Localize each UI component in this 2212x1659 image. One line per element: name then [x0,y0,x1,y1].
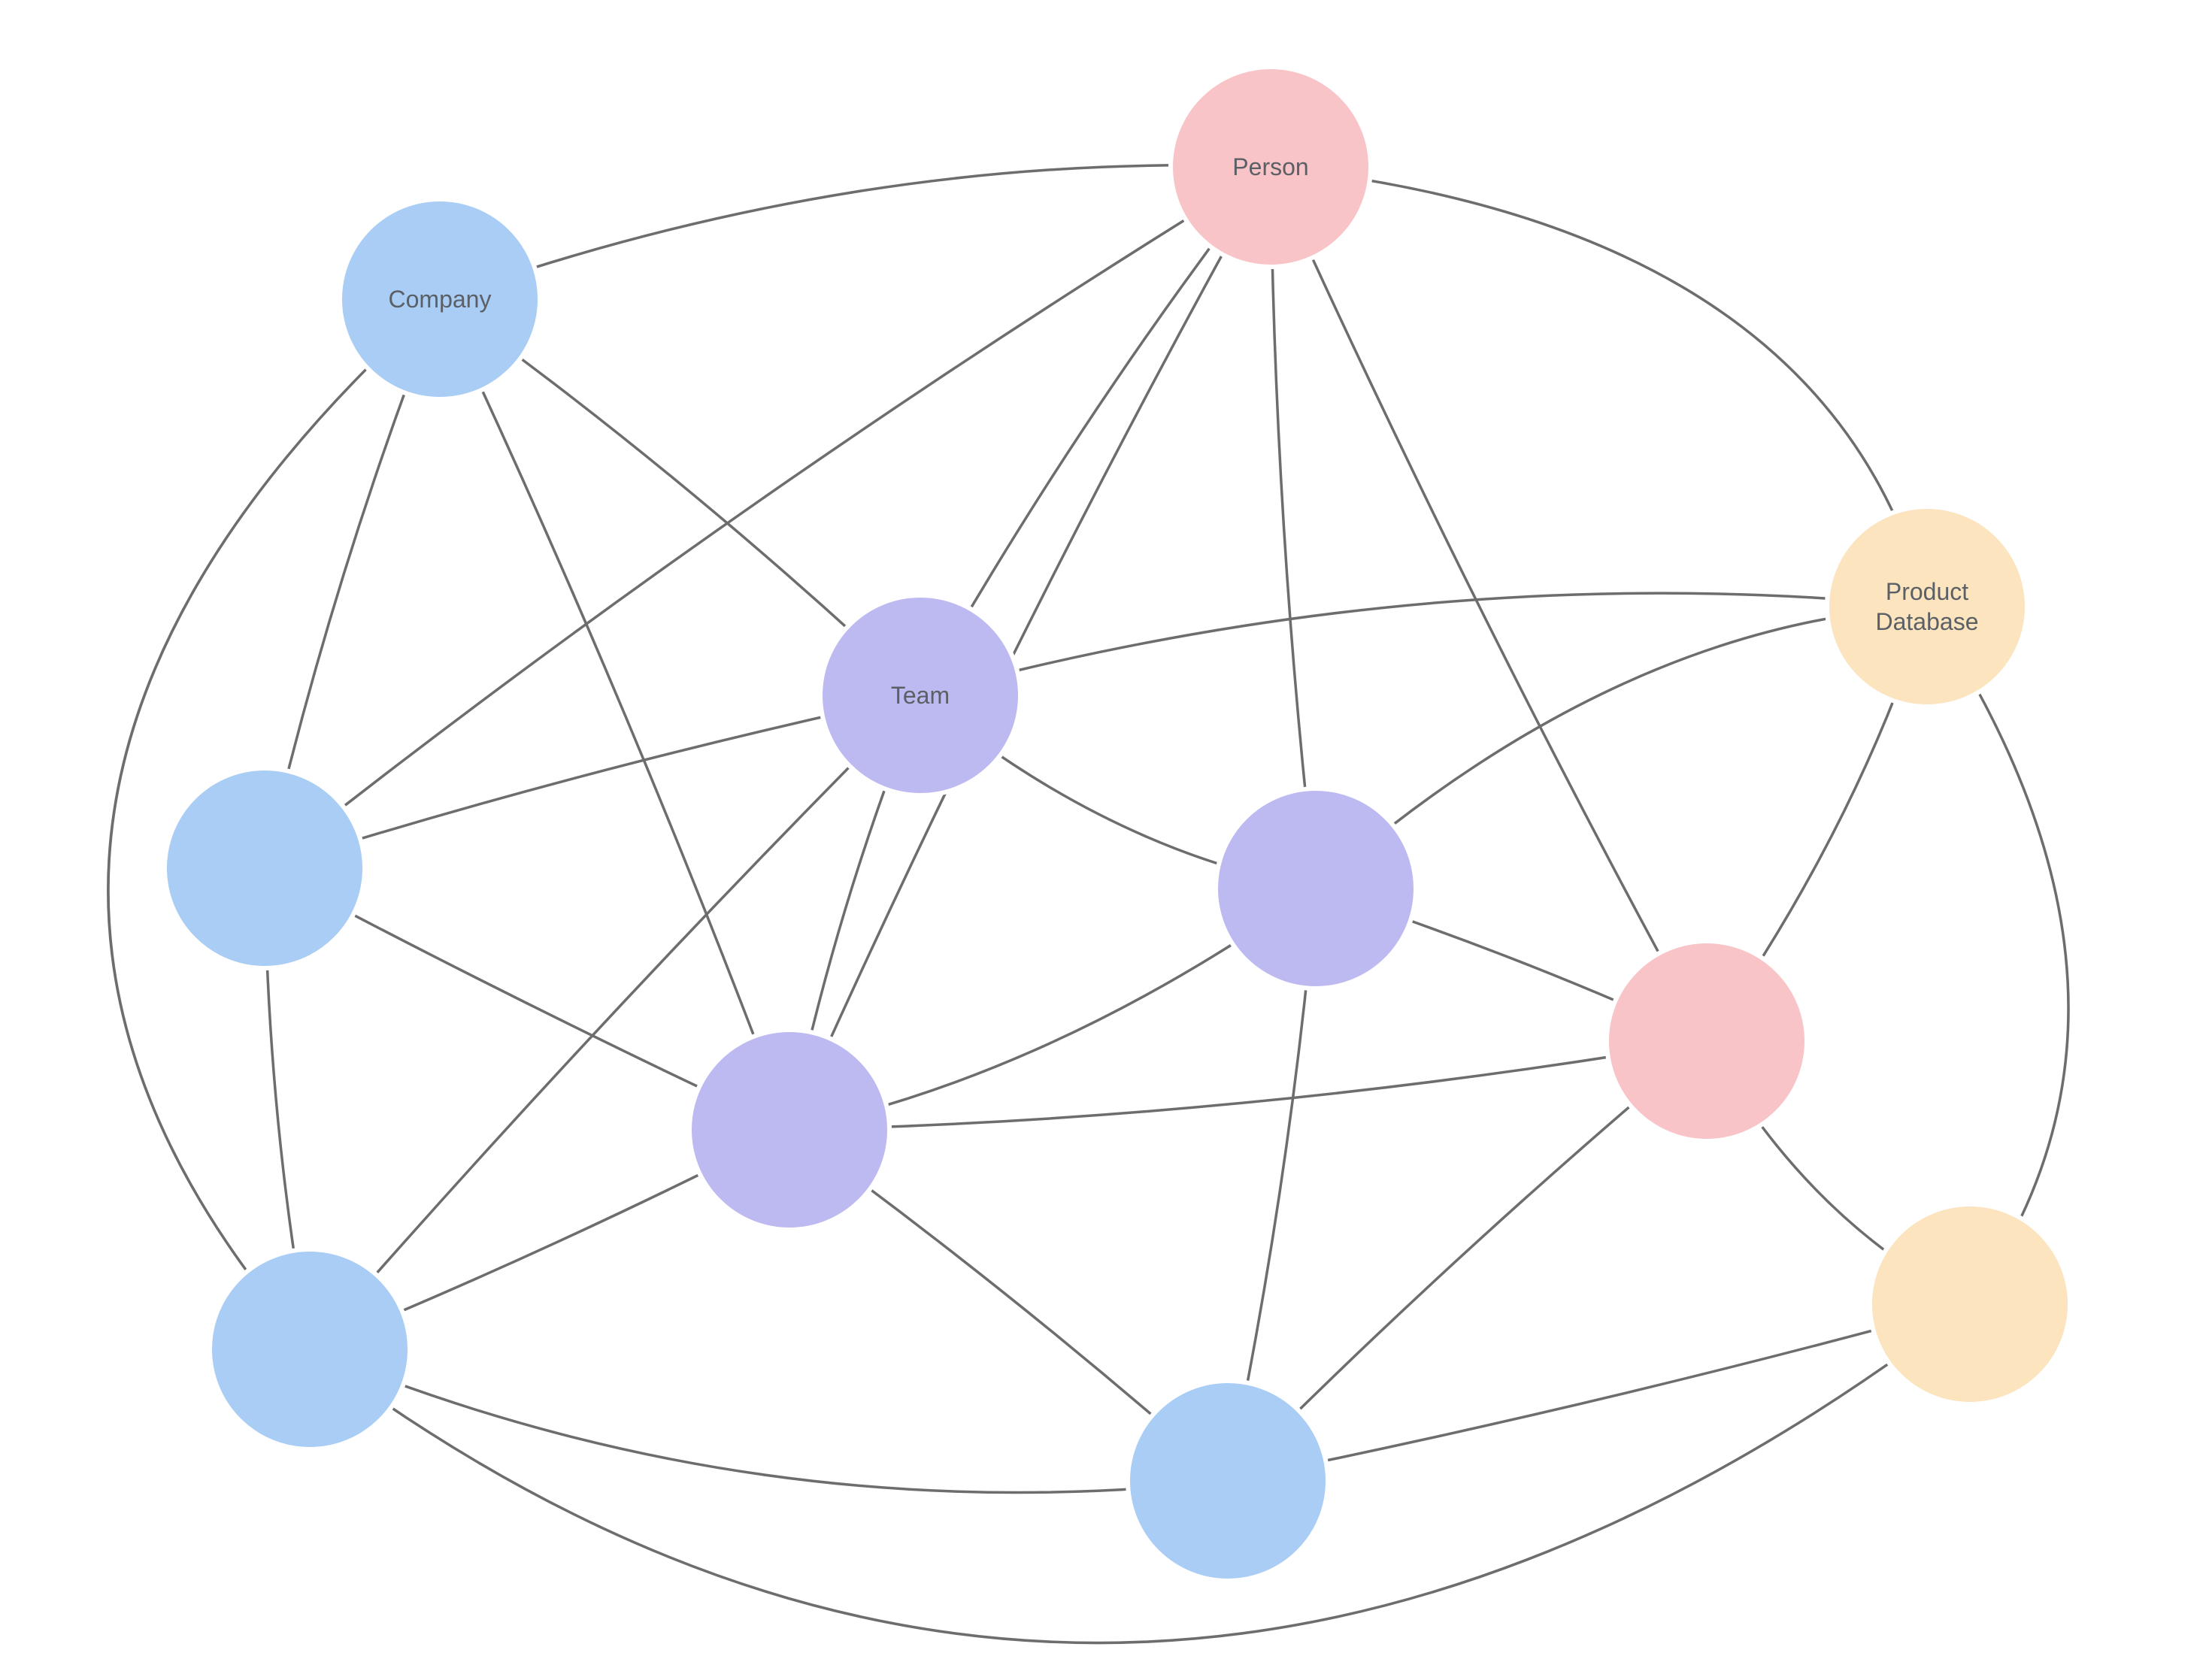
edge-person--company [438,164,1272,301]
edge-blue-bottom-left--orange-bottom [308,1303,1971,1645]
node-pink-right[interactable] [1604,939,1809,1143]
node-label-team: Team [891,682,950,709]
node-purple-lower[interactable] [687,1028,892,1232]
node-circle-company[interactable] [338,197,542,401]
edge-product-database--orange-bottom [1926,605,2070,1306]
node-circle-team[interactable] [818,593,1023,798]
node-label-line-product-database-0: Product [1886,578,1968,605]
node-blue-left[interactable] [162,766,367,970]
edge-blue-bottom--orange-bottom [1226,1303,1971,1482]
node-circle-purple-lower[interactable] [687,1028,892,1232]
edge-person--pink-right [1269,165,1708,1043]
edge-team--product-database [919,592,1929,697]
node-person[interactable]: Person [1168,65,1373,269]
node-label-person: Person [1232,153,1308,180]
node-circle-blue-bottom[interactable] [1126,1379,1330,1583]
edge-person--blue-left [263,165,1272,870]
node-label-line-product-database-1: Database [1876,608,1979,635]
node-circle-orange-bottom[interactable] [1868,1202,2072,1406]
node-team[interactable]: Team [818,593,1023,798]
node-circle-person[interactable] [1168,65,1373,269]
node-blue-bottom-left[interactable] [208,1247,412,1452]
edge-team--blue-bottom-left [308,694,922,1351]
node-circle-product-database[interactable] [1825,504,2029,709]
edge-company--purple-lower [438,298,791,1131]
edge-person--purple-mid [1269,165,1317,890]
edge-person--purple-lower [788,165,1272,1131]
node-blue-bottom[interactable] [1126,1379,1330,1583]
node-circle-blue-left[interactable] [162,766,367,970]
node-circle-blue-bottom-left[interactable] [208,1247,412,1452]
node-orange-bottom[interactable] [1868,1202,2072,1406]
node-purple-mid[interactable] [1214,786,1418,991]
node-label-company: Company [389,286,492,313]
edge-pink-right--purple-lower [788,1040,1708,1131]
edge-company--blue-bottom-left [107,298,441,1351]
node-circle-pink-right[interactable] [1604,939,1809,1143]
node-circle-purple-mid[interactable] [1214,786,1418,991]
node-company[interactable]: Company [338,197,542,401]
edge-person--product-database [1269,165,1929,608]
edge-blue-bottom-left--blue-bottom [308,1348,1229,1494]
